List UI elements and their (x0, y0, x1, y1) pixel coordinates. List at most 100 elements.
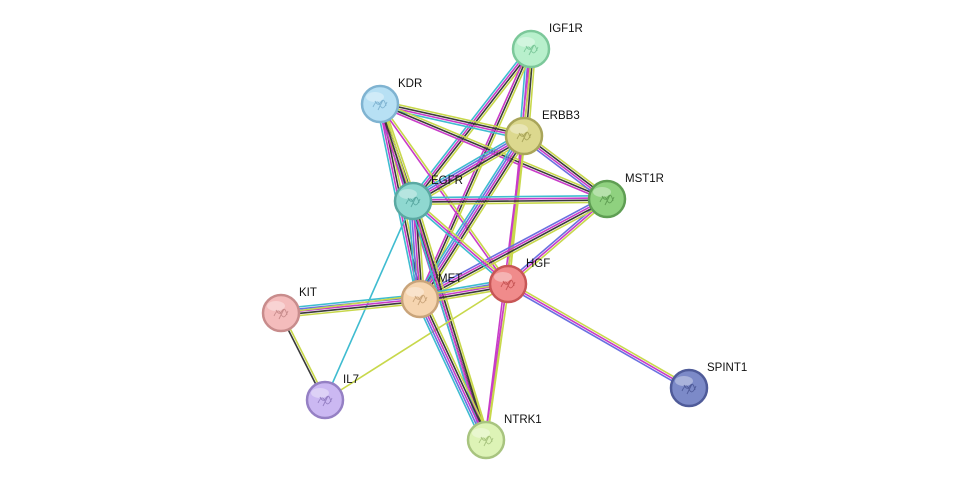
edge-evidence-line (415, 133, 521, 298)
node-label: KDR (398, 78, 422, 90)
protein-structure-icon (478, 435, 494, 447)
edge-evidence-line (379, 106, 524, 141)
node-label: IGF1R (549, 23, 583, 35)
edge-evidence-line (281, 300, 421, 316)
node-hgf[interactable]: HGF (488, 258, 550, 304)
protein-structure-icon (500, 279, 516, 291)
protein-structure-icon (681, 383, 697, 395)
protein-structure-icon (317, 395, 333, 407)
edge-evidence-line (412, 135, 525, 202)
node-igf1r[interactable]: IGF1R (511, 23, 583, 69)
edge-kdr-erbb3 (379, 99, 525, 141)
node-label: MET (438, 273, 462, 285)
node-highlight (494, 272, 512, 282)
node-kdr[interactable]: KDR (360, 78, 422, 124)
node-highlight (510, 124, 528, 134)
node-highlight (517, 37, 535, 47)
protein-structure-icon (412, 294, 428, 306)
node-kit[interactable]: KIT (261, 287, 317, 333)
node-highlight (472, 428, 490, 438)
edge-evidence-line (413, 198, 510, 283)
node-spint1[interactable]: SPINT1 (669, 362, 747, 408)
edge-evidence-line (414, 50, 535, 204)
edge-evidence-line (414, 139, 527, 206)
edge-evidence-line (419, 298, 487, 441)
node-highlight (366, 92, 384, 102)
edge-met-ntrk1 (415, 296, 491, 443)
node-mst1r[interactable]: MST1R (587, 173, 664, 219)
edge-evidence-line (507, 283, 690, 389)
edge-hgf-ntrk1 (484, 283, 510, 441)
edge-evidence-line (506, 285, 689, 391)
node-label: MST1R (625, 173, 664, 185)
protein-structure-icon (405, 196, 421, 208)
node-erbb3[interactable]: ERBB3 (504, 110, 580, 156)
node-highlight (399, 189, 417, 199)
edge-evidence-line (411, 202, 508, 287)
edge-evidence-line (417, 299, 485, 442)
edge-evidence-line (420, 199, 608, 301)
edge-evidence-line (412, 200, 509, 285)
edge-evidence-line (419, 197, 607, 299)
edge-evidence-line (507, 198, 608, 285)
node-ntrk1[interactable]: NTRK1 (466, 414, 542, 460)
node-label: EGFR (431, 175, 463, 187)
node-highlight (593, 187, 611, 197)
edge-evidence-line (324, 283, 509, 401)
edge-hgf-il7 (324, 283, 509, 401)
edge-evidence-line (484, 283, 508, 440)
edge-evidence-line (380, 102, 510, 284)
node-label: SPINT1 (707, 362, 747, 374)
edge-evidence-line (281, 302, 421, 319)
edge-evidence-line (413, 201, 608, 206)
protein-structure-icon (516, 131, 532, 143)
edge-evidence-line (419, 48, 532, 300)
protein-structure-icon (523, 44, 539, 56)
node-highlight (406, 287, 424, 297)
protein-structure-icon (273, 308, 289, 320)
edge-evidence-line (506, 196, 607, 283)
edge-evidence-line (380, 101, 609, 198)
edge-evidence-line (378, 104, 508, 286)
edge-evidence-line (508, 281, 691, 387)
protein-structure-icon (599, 194, 615, 206)
node-label: NTRK1 (504, 414, 542, 426)
edge-evidence-line (421, 297, 489, 440)
edge-evidence-line (423, 137, 529, 302)
edge-evidence-line (410, 131, 523, 198)
edge-evidence-line (415, 300, 483, 443)
node-label: ERBB3 (542, 110, 580, 122)
node-label: KIT (299, 287, 317, 299)
edge-evidence-line (280, 293, 420, 310)
edge-evidence-line (280, 283, 509, 314)
edges-layer (279, 46, 691, 443)
edge-evidence-line (486, 284, 510, 441)
edge-evidence-line (380, 99, 525, 134)
edge-evidence-line (417, 47, 530, 299)
node-label: IL7 (343, 374, 359, 386)
node-highlight (675, 376, 693, 386)
edge-evidence-line (412, 197, 607, 201)
node-il7[interactable]: IL7 (305, 374, 359, 420)
edge-hgf-spint1 (506, 281, 691, 391)
edge-erbb3-egfr (410, 131, 527, 206)
edge-evidence-line (423, 296, 491, 439)
edge-evidence-line (411, 133, 524, 200)
node-met[interactable]: MET (400, 273, 462, 319)
edge-kdr-hgf (378, 102, 510, 286)
edge-egfr-hgf (411, 198, 510, 287)
edge-evidence-line (380, 102, 525, 136)
edge-evidence-line (413, 137, 526, 204)
node-egfr[interactable]: EGFR (393, 175, 463, 221)
node-label: HGF (526, 258, 550, 270)
edge-evidence-line (412, 194, 607, 199)
edge-evidence-line (379, 104, 524, 138)
protein-structure-icon (372, 99, 388, 111)
edge-evidence-line (418, 195, 606, 297)
edge-mst1r-egfr (412, 194, 608, 206)
edge-evidence-line (421, 201, 609, 303)
edge-hgf-kit (280, 283, 509, 314)
edge-evidence-line (508, 200, 609, 287)
